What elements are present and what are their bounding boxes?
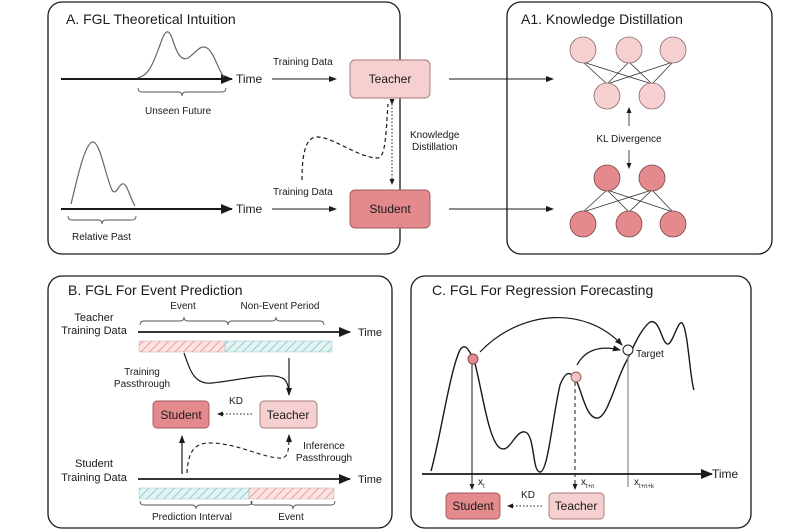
- event-brace-top: [139, 316, 229, 326]
- student-box-a: Student: [349, 189, 431, 229]
- panel-a-frame: [47, 1, 401, 255]
- student-label-b: Student: [160, 408, 202, 422]
- nonevent-label-top: Non-Event Period: [241, 301, 320, 312]
- teacher-box-b: Teacher: [259, 400, 318, 429]
- kd-label-line1: Knowledge: [410, 130, 460, 141]
- event-label-top: Event: [170, 301, 196, 312]
- panel-b-frame: [47, 275, 393, 529]
- past-curve: [70, 141, 136, 207]
- student-network-edges: [582, 189, 674, 213]
- student-node: [593, 164, 621, 192]
- student-training-data-line2: Training Data: [61, 472, 128, 484]
- kl-divergence-label: KL Divergence: [596, 134, 662, 145]
- panel-c: C. FGL For Regression Forecasting Target…: [410, 275, 752, 529]
- panel-a1: A1. Knowledge Distillation KL Divergence: [506, 1, 773, 255]
- teacher-node: [638, 82, 666, 110]
- unseen-future-brace: [137, 87, 227, 97]
- panel-a1-title: A1. Knowledge Distillation: [521, 11, 683, 27]
- student-node: [615, 210, 643, 238]
- teacher-input-point: [570, 371, 582, 383]
- student-box-b: Student: [152, 400, 210, 429]
- nonevent-brace-top: [227, 316, 325, 326]
- student-input-point: [467, 353, 479, 365]
- student-network-nodes: [569, 164, 687, 238]
- event-bar-bottom: [248, 487, 335, 500]
- x-t-label: xt: [478, 477, 485, 490]
- student-node: [638, 164, 666, 192]
- relative-past-brace: [67, 215, 137, 225]
- time-label-c: Time: [712, 467, 739, 481]
- prediction-interval-bar: [138, 487, 250, 500]
- unseen-future-label: Unseen Future: [145, 106, 212, 117]
- dashed-inference-curve: [301, 103, 389, 181]
- prediction-interval-label: Prediction Interval: [152, 512, 232, 523]
- teacher-training-data-line1: Teacher: [74, 312, 113, 324]
- student-label-a: Student: [369, 202, 411, 216]
- event-bar-top: [138, 340, 226, 353]
- long-horizon-arc: [479, 317, 623, 353]
- teacher-label-a: Teacher: [369, 72, 412, 86]
- x-tnk-label: xt+n+k: [634, 477, 655, 490]
- kd-label-line2: Distillation: [412, 142, 458, 153]
- event-label-bottom: Event: [278, 512, 304, 523]
- panel-a-title: A. FGL Theoretical Intuition: [66, 11, 236, 27]
- student-node: [659, 210, 687, 238]
- target-label: Target: [636, 349, 664, 360]
- student-box-c: Student: [445, 492, 501, 520]
- time-label-bottom: Time: [236, 202, 263, 216]
- kd-label-c: KD: [521, 490, 535, 501]
- target-point: [622, 344, 634, 356]
- panel-b: B. FGL For Event Prediction Teacher Trai…: [47, 275, 393, 529]
- regression-series-curve: [430, 321, 695, 473]
- event-brace-bottom: [250, 500, 336, 510]
- panel-c-title: C. FGL For Regression Forecasting: [432, 282, 653, 298]
- kd-label-b: KD: [229, 396, 243, 407]
- short-horizon-arc: [576, 345, 621, 366]
- x-tn-label: xt+n: [581, 477, 595, 490]
- teacher-box-c: Teacher: [548, 492, 605, 520]
- future-curve: [136, 31, 225, 79]
- teacher-network-edges: [582, 61, 674, 85]
- time-label-b-bottom: Time: [358, 474, 382, 486]
- panel-b-title: B. FGL For Event Prediction: [68, 282, 243, 298]
- teacher-box-a: Teacher: [349, 59, 431, 99]
- teacher-node: [659, 36, 687, 64]
- inference-passthrough-line1: Inference: [303, 441, 345, 452]
- training-passthrough-line1: Training: [124, 367, 160, 378]
- nonevent-bar-top: [224, 340, 333, 353]
- teacher-network-nodes: [569, 36, 687, 110]
- training-data-label-bottom: Training Data: [273, 187, 333, 198]
- time-label-top: Time: [236, 72, 263, 86]
- student-node: [569, 210, 597, 238]
- student-label-c: Student: [452, 499, 494, 513]
- prediction-interval-brace: [139, 500, 253, 510]
- teacher-training-data-line2: Training Data: [61, 325, 128, 337]
- teacher-label-b: Teacher: [267, 408, 310, 422]
- inference-passthrough-line2: Passthrough: [296, 453, 352, 464]
- teacher-node: [593, 82, 621, 110]
- training-passthrough-curve: [183, 352, 292, 396]
- training-data-label-top: Training Data: [273, 57, 333, 68]
- student-training-data-line1: Student: [75, 458, 113, 470]
- inference-passthrough-curve: [186, 434, 292, 474]
- teacher-node: [569, 36, 597, 64]
- relative-past-label: Relative Past: [72, 232, 131, 243]
- panel-a: A. FGL Theoretical Intuition Time Unseen…: [47, 1, 554, 255]
- training-passthrough-line2: Passthrough: [114, 379, 170, 390]
- panel-a1-frame: [506, 1, 773, 255]
- teacher-node: [615, 36, 643, 64]
- panel-c-frame: [410, 275, 752, 529]
- teacher-label-c: Teacher: [555, 499, 598, 513]
- time-label-b-top: Time: [358, 327, 382, 339]
